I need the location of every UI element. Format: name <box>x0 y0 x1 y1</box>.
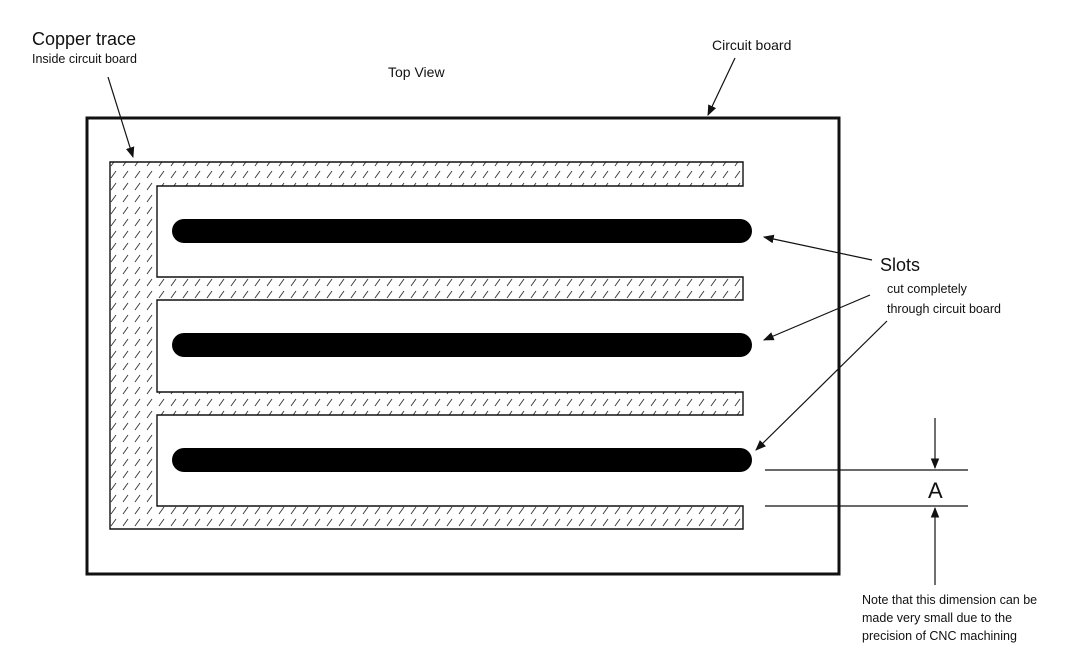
slots-label: Slots <box>880 255 920 275</box>
circuit-board-label: Circuit board <box>712 37 791 53</box>
copper-trace <box>109 161 744 530</box>
dimension-label: A <box>928 478 943 503</box>
circuit-board-outline <box>85 116 841 576</box>
slots-sublabel-2: through circuit board <box>887 302 1001 316</box>
copper-trace-arrow <box>107 76 135 159</box>
slot-1-arrow <box>762 234 873 261</box>
note-line-1: Note that this dimension can be <box>862 593 1037 607</box>
circuit-board-arrow <box>707 57 736 116</box>
slots-sublabel-1: cut completely <box>887 282 968 296</box>
note-line-3: precision of CNC machining <box>862 629 1017 643</box>
slot-3-arrow <box>755 320 888 451</box>
slot-2-arrow <box>763 294 871 341</box>
note-line-2: made very small due to the <box>862 611 1012 625</box>
copper-trace-sublabel: Inside circuit board <box>32 52 137 66</box>
copper-trace-label: Copper trace <box>32 29 136 49</box>
top-view-label: Top View <box>388 64 445 80</box>
